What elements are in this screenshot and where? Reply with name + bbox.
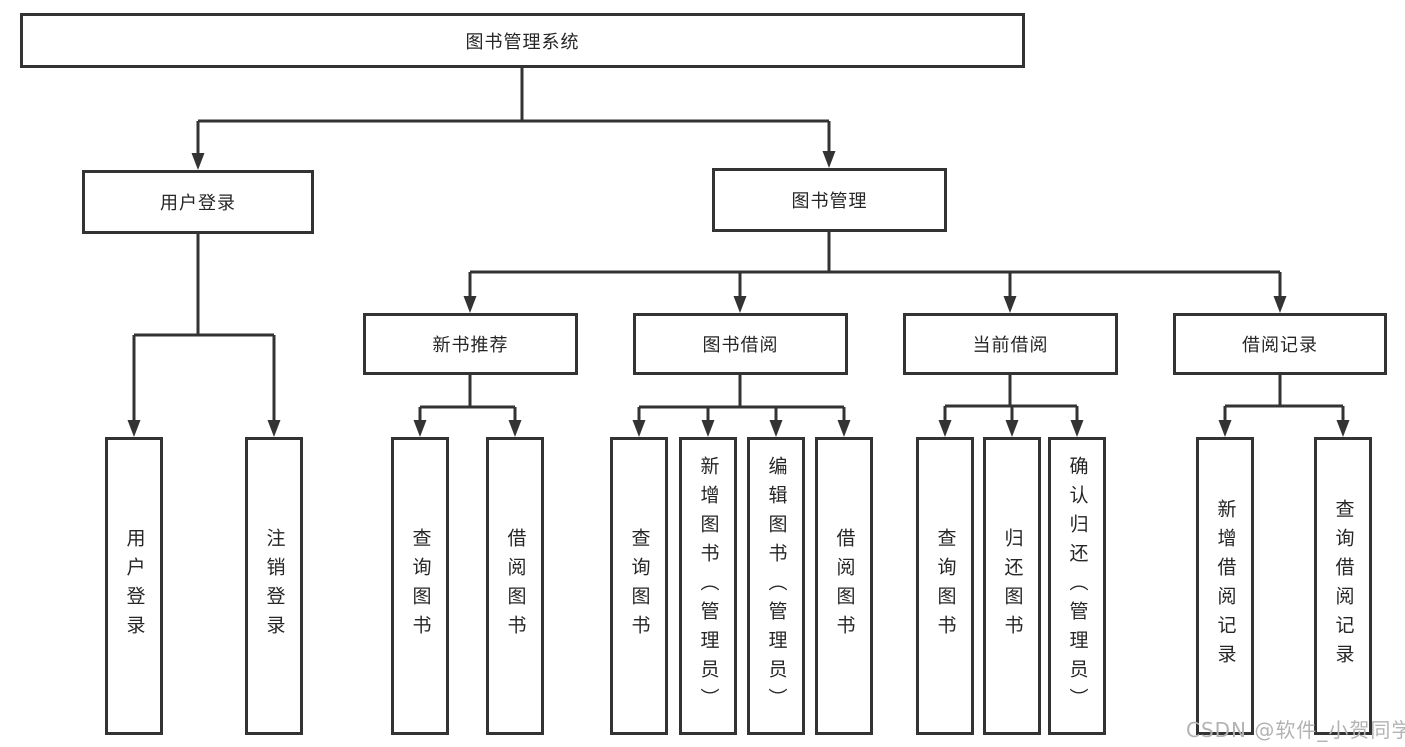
leaf-label: 借阅图书 bbox=[504, 528, 527, 644]
leaf-label: 查询图书 bbox=[409, 528, 432, 644]
arrowheads bbox=[127, 151, 1350, 437]
node-current-borrow: 当前借阅 bbox=[903, 313, 1118, 375]
leaf-label: 查询图书 bbox=[934, 528, 957, 644]
leaf-label: 编辑图书（管理员） bbox=[765, 455, 788, 717]
node-query-books-borrow: 查询图书 bbox=[610, 437, 668, 735]
node-user-login-leaf: 用户登录 bbox=[105, 437, 163, 735]
leaf-label: 新增借阅记录 bbox=[1214, 499, 1237, 673]
node-book-management: 图书管理 bbox=[712, 168, 947, 232]
node-return-book: 归还图书 bbox=[983, 437, 1041, 735]
leaf-label: 查询借阅记录 bbox=[1332, 499, 1355, 673]
leaf-label: 归还图书 bbox=[1001, 528, 1024, 644]
node-edit-book-admin: 编辑图书（管理员） bbox=[747, 437, 805, 735]
node-add-borrow-record: 新增借阅记录 bbox=[1196, 437, 1254, 735]
leaf-label: 查询图书 bbox=[628, 528, 651, 644]
node-confirm-return-admin: 确认归还（管理员） bbox=[1048, 437, 1106, 735]
leaf-label: 新增图书（管理员） bbox=[697, 455, 720, 717]
node-query-borrow-record: 查询借阅记录 bbox=[1314, 437, 1372, 735]
node-logout: 注销登录 bbox=[245, 437, 303, 735]
csdn-watermark: CSDN @软件_小贺同学 bbox=[1186, 718, 1405, 742]
node-borrow-records: 借阅记录 bbox=[1173, 313, 1387, 375]
leaf-label: 确认归还（管理员） bbox=[1066, 455, 1089, 717]
leaf-label: 用户登录 bbox=[123, 528, 146, 644]
node-user-login: 用户登录 bbox=[82, 170, 314, 234]
leaf-label: 借阅图书 bbox=[833, 528, 856, 644]
node-add-book-admin: 新增图书（管理员） bbox=[679, 437, 737, 735]
leaf-label: 注销登录 bbox=[263, 528, 286, 644]
node-new-book-recommend: 新书推荐 bbox=[363, 313, 578, 375]
node-borrow-books-leaf: 借阅图书 bbox=[815, 437, 873, 735]
node-query-books-recommend: 查询图书 bbox=[391, 437, 449, 735]
node-borrow-books-recommend: 借阅图书 bbox=[486, 437, 544, 735]
node-query-books-current: 查询图书 bbox=[916, 437, 974, 735]
node-root: 图书管理系统 bbox=[20, 13, 1025, 68]
node-book-borrow: 图书借阅 bbox=[633, 313, 848, 375]
